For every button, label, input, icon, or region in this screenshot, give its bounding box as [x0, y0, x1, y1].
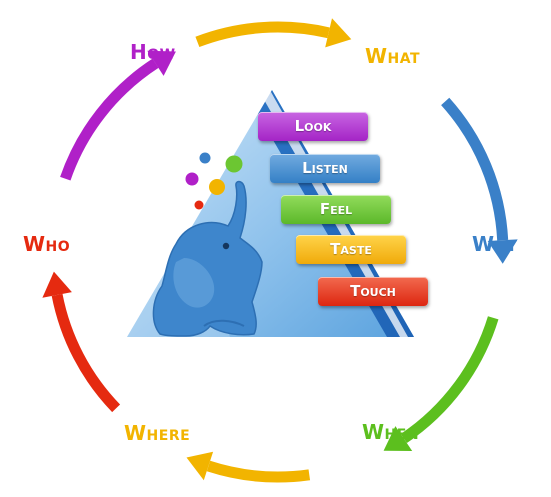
bubble-yellow — [209, 179, 225, 195]
cycle-arrow-how-to-what-head-icon — [325, 18, 352, 48]
sense-taste: Taste — [296, 235, 406, 264]
question-what: What — [365, 44, 421, 68]
elephant-icon — [152, 180, 263, 337]
sense-look: Look — [258, 112, 368, 141]
question-why: Why — [472, 232, 518, 256]
bubble-purple — [185, 172, 199, 186]
cycle-arrow-where-to-who-head-icon — [42, 271, 72, 298]
cycle-arrow-who-to-how-head-icon — [147, 50, 176, 76]
cycle-arrow-how-to-what-shaft — [195, 21, 330, 48]
question-when: When — [362, 420, 420, 444]
cycle-arrow-when-to-where-head-icon — [186, 451, 214, 481]
cycle-arrow-when-to-where-shaft — [206, 460, 311, 483]
question-how: How — [130, 40, 176, 64]
question-who: Who — [23, 232, 71, 256]
cycle-arrow-what-to-why-head-icon — [487, 239, 518, 264]
bubble-red — [194, 200, 204, 210]
cycle-arrow-why-to-when-shaft — [400, 316, 499, 444]
question-where: Where — [124, 421, 191, 445]
cycle-arrow-who-to-how-shaft — [60, 58, 159, 181]
cycle-arrow-where-to-who-shaft — [51, 293, 121, 413]
bubble-blue — [199, 152, 211, 164]
sense-feel: Feel — [281, 195, 391, 224]
cycle-arrows — [42, 18, 518, 483]
cycle-arrow-what-to-why-shaft — [441, 97, 509, 241]
sense-touch: Touch — [318, 277, 428, 306]
bubble-green — [225, 155, 243, 173]
cycle-arrow-why-to-when-head-icon — [383, 426, 413, 451]
idea-bubbles — [185, 152, 243, 210]
sense-listen: Listen — [270, 154, 380, 183]
